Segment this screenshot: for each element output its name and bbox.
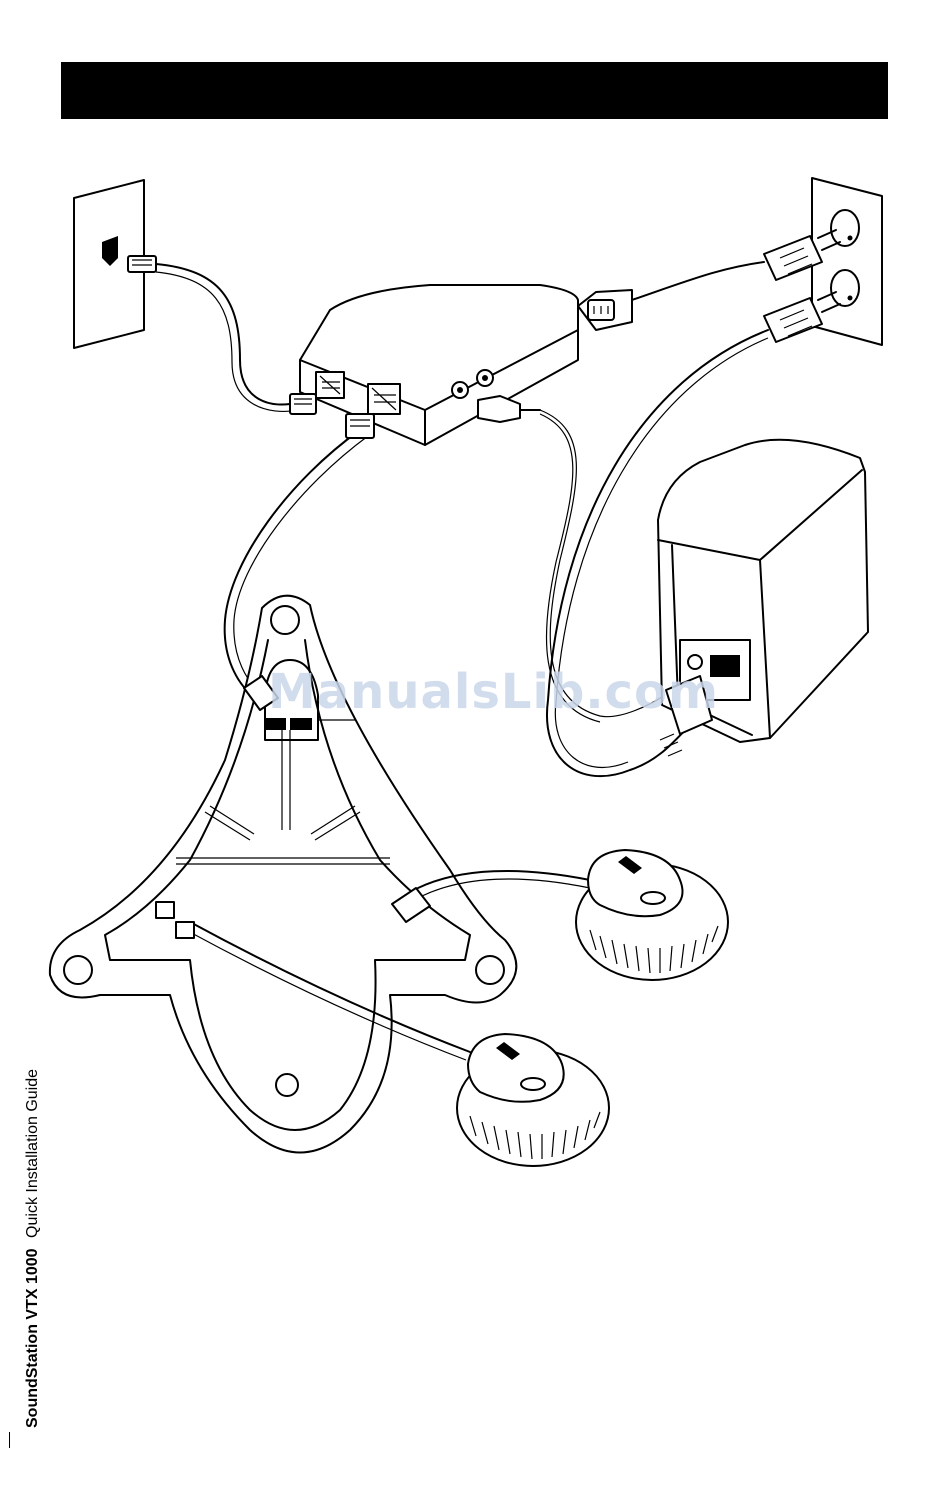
power-module [300,285,578,445]
footer-rule [9,1432,10,1448]
footer-guide: Quick Installation Guide [24,1069,41,1238]
iec-power-connector [578,290,632,330]
audio-plug [478,396,540,422]
footer-product: SoundStation VTX 1000 [24,1248,41,1428]
console-connector [346,414,374,438]
footer-label: SoundStation VTX 1000 Quick Installation… [24,1069,42,1428]
phone-line-cable [156,264,300,405]
module-power-cable [632,262,764,300]
phone-line-connector [290,394,316,414]
microphone-right [576,850,728,980]
wall-phone-plate [74,180,156,348]
watermark: ManualsLib.com [268,664,719,720]
microphone-left [457,1034,609,1166]
